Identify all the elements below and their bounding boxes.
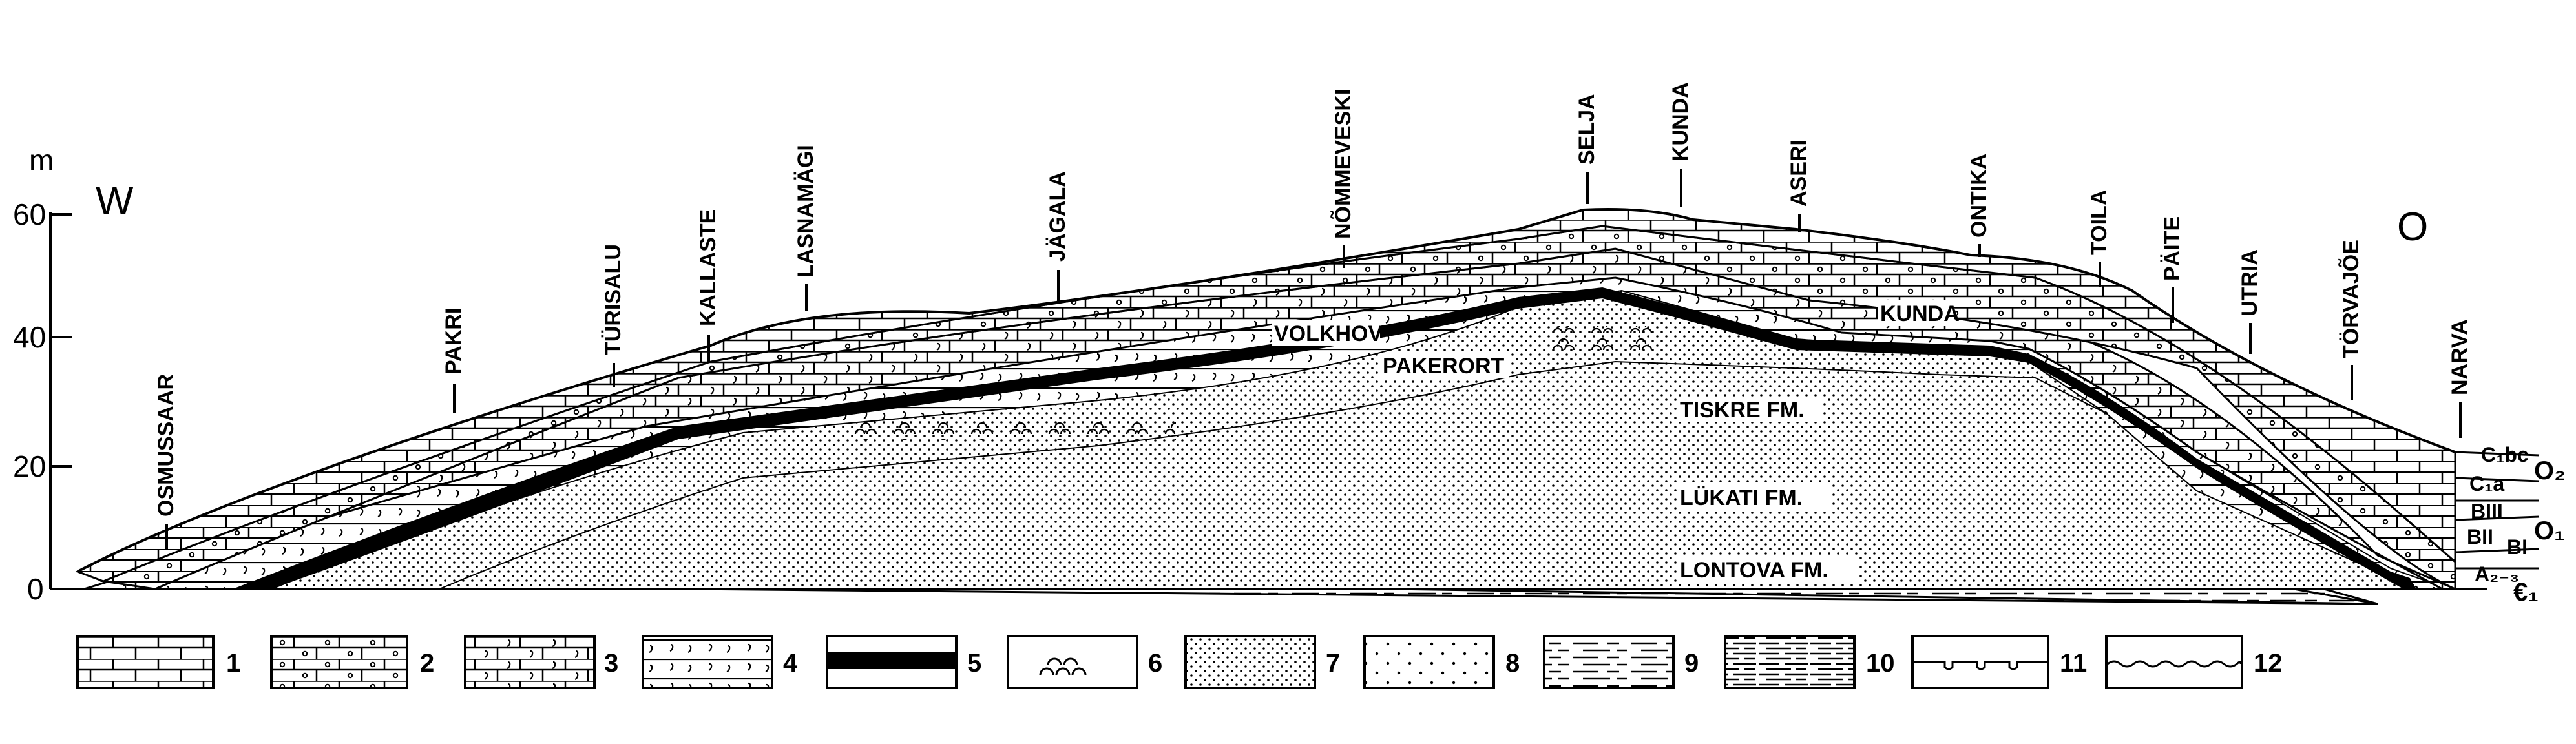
- legend-item-2: 2: [270, 635, 434, 689]
- svg-text:4: 4: [783, 649, 798, 677]
- cross-section: [61, 208, 2487, 605]
- formation-pakerort: PAKERORT: [1383, 354, 1504, 378]
- ground-surface: [77, 208, 2456, 573]
- strat-labels: C₁bc C₁a BIII BII BI A₂₋₃ O₂ O₁ €₁: [2467, 443, 2566, 606]
- locality-label: TOILA: [2087, 190, 2111, 255]
- svg-text:8: 8: [1505, 649, 1520, 677]
- legend-item-6: 6: [1007, 635, 1162, 689]
- legend-item-12: 12: [2105, 635, 2283, 689]
- locality-label: TÜRISALU: [601, 244, 625, 355]
- locality-label: PAKRI: [441, 308, 466, 375]
- locality-label: KUNDA: [1668, 82, 1693, 161]
- svg-text:9: 9: [1684, 649, 1699, 677]
- axis-unit: m: [29, 143, 54, 177]
- strat-a23: A₂₋₃: [2475, 563, 2519, 586]
- legend: 1 2 3 4 5 6 7 8: [76, 635, 2283, 689]
- svg-text:1: 1: [226, 649, 240, 677]
- mounds-pakerort: [1544, 326, 1660, 352]
- locality-label: KALLASTE: [696, 209, 720, 326]
- series-e1: €₁: [2513, 578, 2539, 606]
- legend-item-1: 1: [76, 635, 240, 689]
- layer-black-shale: [233, 287, 2416, 589]
- legend-item-5: 5: [826, 635, 981, 689]
- formation-labels: VOLKHOV KUNDA PAKERORT TISKRE FM. LÜKATI…: [1272, 300, 1960, 583]
- svg-text:3: 3: [604, 649, 618, 677]
- formation-kunda: KUNDA: [1880, 302, 1960, 326]
- tick-label: 60: [13, 198, 46, 231]
- legend-item-3: 3: [464, 635, 618, 689]
- formation-lontova: LONTOVA FM.: [1680, 558, 1828, 583]
- formation-volkhov: VOLKHOV: [1274, 322, 1383, 346]
- y-axis: m 60 40 20 0: [13, 143, 72, 606]
- locality-label: SELJA: [1575, 94, 1599, 165]
- legend-item-9: 9: [1543, 635, 1699, 689]
- tick-label: 40: [13, 320, 46, 354]
- legend-item-4: 4: [642, 635, 798, 689]
- locality-label: NARVA: [2447, 319, 2472, 395]
- svg-text:7: 7: [1326, 649, 1340, 677]
- legend-item-8: 8: [1363, 635, 1520, 689]
- tick-label: 0: [27, 572, 44, 606]
- locality-label: UTRIA: [2237, 249, 2262, 316]
- svg-text:10: 10: [1866, 649, 1895, 677]
- svg-text:11: 11: [2060, 649, 2087, 677]
- svg-text:6: 6: [1148, 649, 1162, 677]
- strat-c1bc: C₁bc: [2481, 443, 2529, 466]
- legend-item-11: 11: [1911, 635, 2087, 689]
- tick-label: 20: [13, 450, 46, 483]
- formation-lukati: LÜKATI FM.: [1680, 486, 1803, 510]
- mounds-west: [840, 421, 1176, 440]
- locality-label: TÖRVAJÕE: [2339, 240, 2363, 358]
- svg-text:5: 5: [967, 649, 981, 677]
- locality-label: OSMUSSAAR: [154, 374, 178, 517]
- locality-label: NÕMMEVESKI: [1331, 89, 1356, 239]
- locality-label: ASERI: [1786, 140, 1811, 207]
- strat-c1a: C₁a: [2469, 472, 2504, 495]
- legend-item-10: 10: [1724, 635, 1895, 689]
- svg-text:2: 2: [420, 649, 434, 677]
- series-o2: O₂: [2534, 457, 2566, 485]
- locality-labels: OSMUSSAAR PAKRI TÜRISALU KALLASTE LASNAM…: [154, 82, 2472, 549]
- series-o1: O₁: [2534, 517, 2565, 545]
- strat-guides: [2455, 451, 2540, 570]
- locality-label: PÄITE: [2160, 216, 2184, 281]
- locality-label: LASNAMÄGI: [793, 145, 818, 278]
- direction-west: W: [96, 179, 134, 223]
- strat-bi: BI: [2507, 535, 2528, 559]
- direction-east: O: [2397, 205, 2428, 249]
- legend-item-7: 7: [1184, 635, 1340, 689]
- svg-text:12: 12: [2254, 649, 2283, 677]
- locality-label: ONTIKA: [1967, 154, 1991, 238]
- strat-bii: BII: [2467, 525, 2493, 548]
- locality-label: JÄGALA: [1045, 171, 1070, 262]
- formation-tiskre: TISKRE FM.: [1680, 398, 1805, 422]
- strat-biii: BIII: [2471, 500, 2503, 523]
